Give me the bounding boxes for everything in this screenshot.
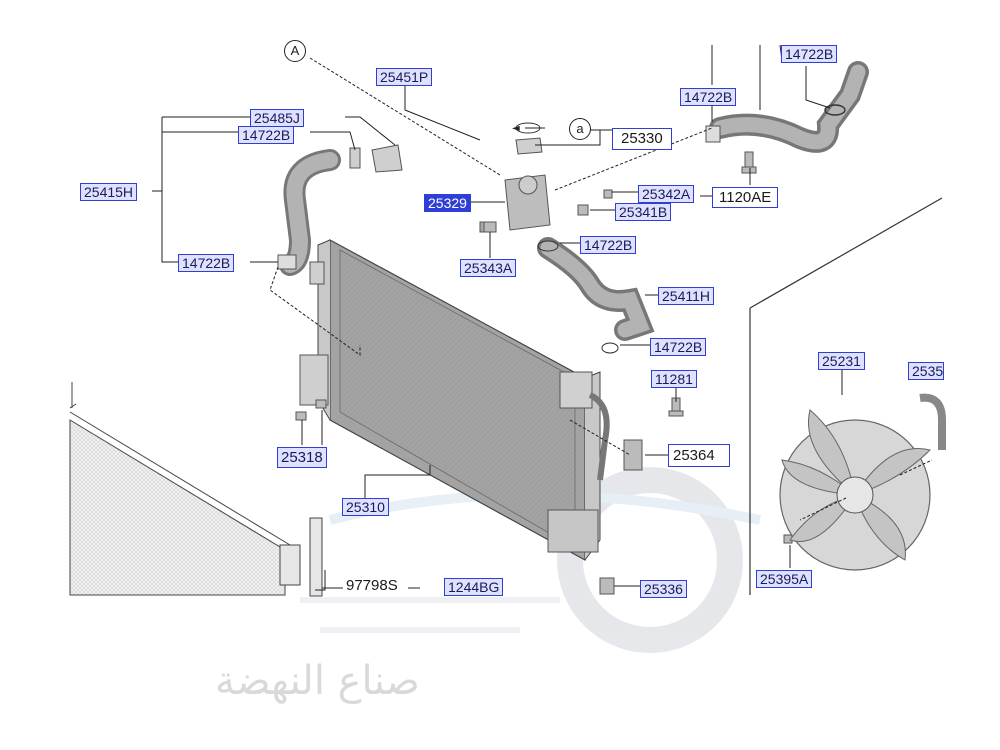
- part-label-25451P[interactable]: 25451P: [376, 68, 433, 86]
- thermostat-housing: [479, 122, 551, 233]
- watermark-text: صناع النهضة: [215, 658, 420, 704]
- callout-a-upper: A: [284, 40, 306, 62]
- part-label-1120AE[interactable]: 1120AE: [712, 187, 779, 208]
- upper-hose-right: [705, 61, 869, 153]
- part-label-25336[interactable]: 25336: [640, 580, 687, 598]
- part-label-14722B-top-left[interactable]: 14722B: [238, 126, 295, 144]
- fasteners: [295, 151, 793, 595]
- part-label-14722B-mid[interactable]: 14722B: [580, 236, 637, 254]
- part-label-14722B-lower[interactable]: 14722B: [650, 338, 707, 356]
- part-label-25329-selected[interactable]: 25329: [424, 194, 471, 212]
- part-label-25342A[interactable]: 25342A: [638, 185, 695, 203]
- part-label-25364[interactable]: 25364: [668, 444, 730, 467]
- part-label-25341B[interactable]: 25341B: [615, 203, 672, 221]
- callout-a-lower: a: [569, 118, 591, 140]
- part-label-25411H[interactable]: 25411H: [658, 287, 715, 305]
- lower-hose: [537, 237, 655, 354]
- upper-hose-left: [277, 144, 403, 276]
- part-label-14722B-top[interactable]: 14722B: [680, 88, 737, 106]
- part-label-14722B-left[interactable]: 14722B: [178, 254, 235, 272]
- part-label-14722B-top-right[interactable]: 14722B: [781, 45, 838, 63]
- radiator: [299, 238, 610, 562]
- part-label-25343A[interactable]: 25343A: [460, 259, 517, 277]
- part-label-25318[interactable]: 25318: [277, 447, 327, 468]
- part-label-25310[interactable]: 25310: [342, 498, 389, 516]
- leader-lines: [152, 44, 933, 591]
- svg-text:◄: ◄: [512, 123, 520, 134]
- part-label-2535-partial[interactable]: 2535: [908, 362, 944, 380]
- fan-frame-outline: [749, 197, 943, 595]
- part-label-25485J[interactable]: 25485J: [250, 109, 304, 127]
- part-label-97798S[interactable]: 97798S: [343, 578, 401, 594]
- cooling-fan: [779, 393, 946, 571]
- part-label-25330[interactable]: 25330: [612, 128, 672, 150]
- part-label-25415H[interactable]: 25415H: [80, 183, 138, 201]
- condenser: [69, 382, 323, 597]
- part-label-25231[interactable]: 25231: [818, 352, 865, 370]
- part-label-1244BG[interactable]: 1244BG: [444, 578, 504, 596]
- part-label-11281[interactable]: 11281: [651, 370, 697, 388]
- part-label-25395A[interactable]: 25395A: [756, 570, 813, 588]
